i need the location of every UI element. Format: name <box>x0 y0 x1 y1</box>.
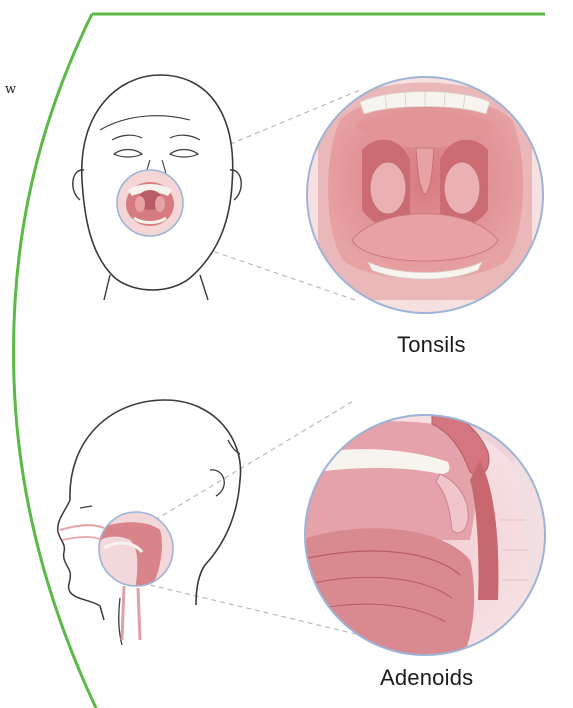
adenoids-magnified-view <box>300 397 545 660</box>
tonsils-magnified-view <box>307 77 543 313</box>
page-text-fragment: w <box>5 82 16 97</box>
adenoids-label: Adenoids <box>380 665 473 691</box>
tonsils-label: Tonsils <box>397 332 466 358</box>
